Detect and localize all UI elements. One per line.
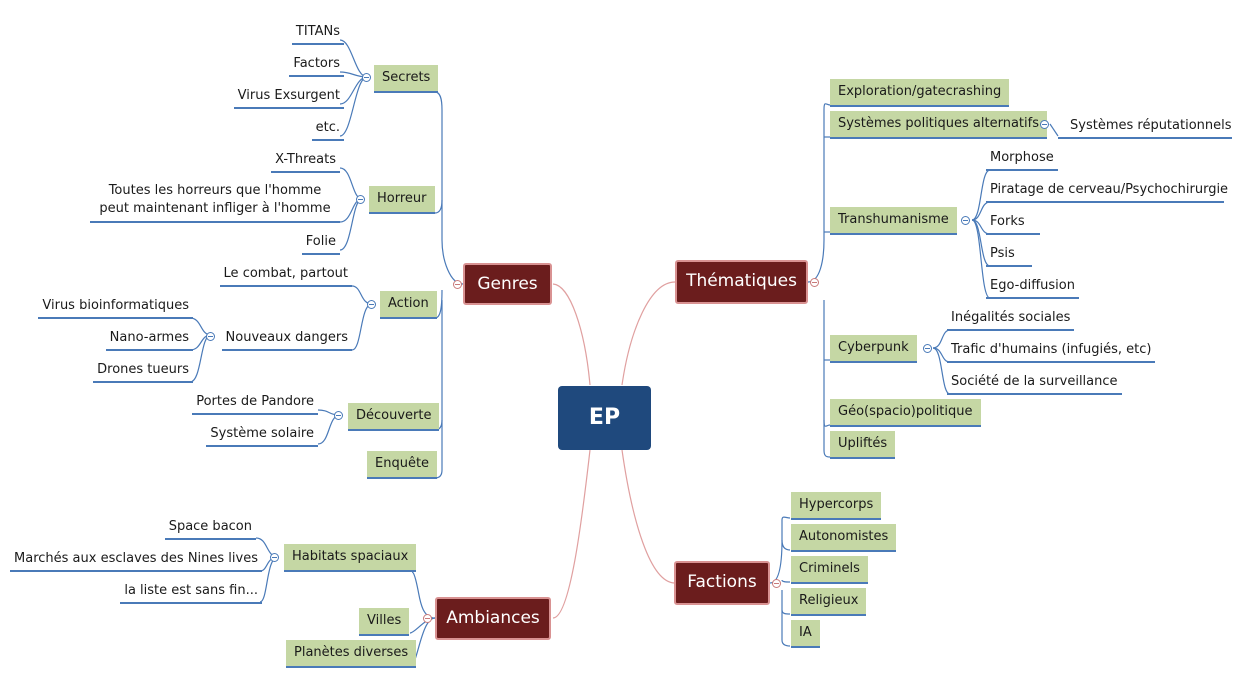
- leaf-factors[interactable]: Factors: [289, 56, 344, 77]
- collapse-cyberpunk-icon[interactable]: [923, 344, 932, 353]
- branch-factions[interactable]: Factions: [674, 561, 770, 605]
- node-exploration[interactable]: Exploration/gatecrashing: [830, 79, 1010, 107]
- collapse-secrets-icon[interactable]: [362, 73, 371, 82]
- node-cyberpunk[interactable]: Cyberpunk: [830, 335, 917, 363]
- collapse-horreur-icon[interactable]: [356, 195, 365, 204]
- leaf-systeme-solaire[interactable]: Système solaire: [206, 426, 318, 447]
- leaf-ego-diffusion[interactable]: Ego-diffusion: [986, 278, 1079, 299]
- leaf-inegalites-sociales[interactable]: Inégalités sociales: [947, 310, 1075, 331]
- leaf-liste-sans-fin[interactable]: la liste est sans fin...: [120, 583, 262, 604]
- leaf-morphose[interactable]: Morphose: [986, 150, 1058, 171]
- leaf-trafic-humains[interactable]: Trafic d'humains (infugiés, etc): [947, 342, 1156, 363]
- node-decouverte[interactable]: Découverte: [348, 403, 440, 431]
- collapse-genres-icon[interactable]: [453, 280, 462, 289]
- node-systemes-politiques[interactable]: Systèmes politiques alternatifs: [830, 111, 1047, 139]
- root-node[interactable]: EP: [558, 386, 651, 450]
- collapse-systemes-icon[interactable]: [1040, 120, 1049, 129]
- leaf-psis[interactable]: Psis: [986, 246, 1032, 267]
- leaf-virus-bioinformatiques[interactable]: Virus bioinformatiques: [38, 298, 193, 319]
- node-planetes-diverses[interactable]: Planètes diverses: [286, 640, 417, 668]
- leaf-titans[interactable]: TITANs: [291, 24, 344, 45]
- node-nouveaux-dangers[interactable]: Nouveaux dangers: [221, 330, 352, 351]
- leaf-virus-exsurgent[interactable]: Virus Exsurgent: [233, 88, 344, 109]
- leaf-drones-tueurs[interactable]: Drones tueurs: [93, 362, 193, 383]
- collapse-action-icon[interactable]: [367, 300, 376, 309]
- collapse-factions-icon[interactable]: [772, 579, 781, 588]
- node-hypercorps[interactable]: Hypercorps: [791, 492, 882, 520]
- collapse-nouveaux-dangers-icon[interactable]: [206, 332, 215, 341]
- leaf-space-bacon[interactable]: Space bacon: [164, 519, 256, 540]
- leaf-systemes-reputationnels[interactable]: Systèmes réputationnels: [1058, 118, 1232, 139]
- collapse-ambiances-icon[interactable]: [423, 614, 432, 623]
- node-autonomistes[interactable]: Autonomistes: [791, 524, 897, 552]
- collapse-decouverte-icon[interactable]: [334, 411, 343, 420]
- leaf-portes-pandore[interactable]: Portes de Pandore: [192, 394, 318, 415]
- node-criminels[interactable]: Criminels: [791, 556, 868, 584]
- leaf-horreurs-homme[interactable]: Toutes les horreurs que l'homme peut mai…: [90, 182, 340, 223]
- branch-thematiques[interactable]: Thématiques: [675, 260, 808, 304]
- leaf-nano-armes[interactable]: Nano-armes: [105, 330, 193, 351]
- branch-genres[interactable]: Genres: [463, 263, 552, 305]
- leaf-societe-surveillance[interactable]: Société de la surveillance: [947, 374, 1122, 395]
- node-horreur[interactable]: Horreur: [369, 186, 435, 214]
- leaf-piratage-cerveau[interactable]: Piratage de cerveau/Psychochirurgie: [986, 182, 1228, 203]
- collapse-thematiques-icon[interactable]: [810, 278, 819, 287]
- node-transhumanisme[interactable]: Transhumanisme: [830, 207, 957, 235]
- node-enquete[interactable]: Enquête: [367, 451, 438, 479]
- collapse-habitats-icon[interactable]: [270, 553, 279, 562]
- leaf-x-threats[interactable]: X-Threats: [271, 152, 340, 173]
- node-villes[interactable]: Villes: [359, 608, 410, 636]
- collapse-transhumanisme-icon[interactable]: [961, 216, 970, 225]
- branch-ambiances[interactable]: Ambiances: [435, 597, 551, 640]
- leaf-marches-esclaves[interactable]: Marchés aux esclaves des Nines lives: [10, 551, 262, 572]
- node-uplifts[interactable]: Upliftés: [830, 431, 896, 459]
- node-habitats-spaciaux[interactable]: Habitats spaciaux: [284, 544, 417, 572]
- leaf-etc[interactable]: etc.: [311, 120, 344, 141]
- leaf-combat-partout[interactable]: Le combat, partout: [219, 266, 352, 287]
- node-religieux[interactable]: Religieux: [791, 588, 867, 616]
- leaf-folie[interactable]: Folie: [301, 234, 340, 255]
- node-secrets[interactable]: Secrets: [374, 65, 439, 93]
- node-action[interactable]: Action: [380, 291, 437, 319]
- node-geo-politique[interactable]: Géo(spacio)politique: [830, 399, 981, 427]
- node-ia[interactable]: IA: [791, 620, 820, 648]
- leaf-forks[interactable]: Forks: [986, 214, 1040, 235]
